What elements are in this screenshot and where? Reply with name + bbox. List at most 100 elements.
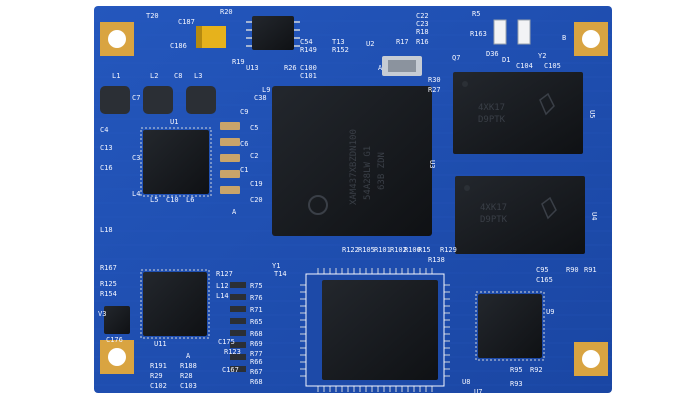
label-r101: R101 bbox=[374, 246, 391, 254]
label-c103: C103 bbox=[180, 382, 197, 390]
label-u2: U2 bbox=[366, 40, 374, 48]
label-r93: R93 bbox=[510, 380, 523, 388]
label-r17: R17 bbox=[396, 38, 409, 46]
mounting-pad-bottom-left bbox=[100, 340, 134, 374]
label-r75: R75 bbox=[250, 282, 263, 290]
label-r191: R191 bbox=[150, 362, 167, 370]
main-soc-chip: XAM437XBZDN100 54A28LW G1 63B ZDN bbox=[272, 86, 432, 236]
label-u5: U5 bbox=[588, 110, 596, 118]
label-r27: R27 bbox=[428, 86, 441, 94]
crystal-oscillator bbox=[382, 56, 422, 76]
label-l9: L9 bbox=[262, 86, 270, 94]
label-c54: C54 bbox=[300, 38, 313, 46]
label-r66: R66 bbox=[250, 358, 263, 366]
label-r122: R122 bbox=[342, 246, 359, 254]
label-r69: R69 bbox=[250, 340, 263, 348]
label-l1: L1 bbox=[112, 72, 120, 80]
label-r91: R91 bbox=[584, 266, 597, 274]
label-r154: R154 bbox=[100, 290, 117, 298]
label-c7: C7 bbox=[132, 94, 140, 102]
label-r29: R29 bbox=[150, 372, 163, 380]
label-a: A bbox=[186, 352, 191, 360]
label-r68b: R68 bbox=[250, 378, 263, 386]
label-u9: U9 bbox=[546, 308, 554, 316]
led-2 bbox=[517, 19, 531, 45]
mem-top-marking-1: 4XK17 bbox=[478, 103, 505, 113]
label-r125: R125 bbox=[100, 280, 117, 288]
label-u8: U8 bbox=[462, 378, 470, 386]
label-l6: L6 bbox=[186, 196, 194, 204]
label-c186: C186 bbox=[170, 42, 187, 50]
mounting-pad-top-right bbox=[574, 22, 608, 56]
label-c8: C8 bbox=[174, 72, 182, 80]
label-c16: C16 bbox=[100, 164, 113, 172]
label-b: B bbox=[562, 34, 566, 42]
small-chip-left bbox=[104, 306, 130, 334]
label-l3: L3 bbox=[194, 72, 202, 80]
label-r15: R15 bbox=[418, 246, 431, 254]
label-r67: R67 bbox=[250, 368, 263, 376]
label-l4: L4 bbox=[132, 190, 140, 198]
label-t14: T14 bbox=[274, 270, 287, 278]
label-c2: C2 bbox=[250, 152, 258, 160]
soic-chip bbox=[246, 16, 300, 50]
flash-chip bbox=[300, 268, 450, 392]
label-r127: R127 bbox=[216, 270, 233, 278]
label-c9: C9 bbox=[240, 108, 248, 116]
label-r167: R167 bbox=[100, 264, 117, 272]
label-c10: C10 bbox=[166, 196, 179, 204]
label-c101: C101 bbox=[300, 72, 317, 80]
label-c19: C19 bbox=[250, 180, 263, 188]
label-y1: Y1 bbox=[272, 262, 280, 270]
label-r138: R138 bbox=[428, 256, 445, 264]
soc-marking-1: XAM437XBZDN100 bbox=[349, 129, 359, 205]
label-r188: R188 bbox=[180, 362, 197, 370]
label-r163: R163 bbox=[470, 30, 487, 38]
label-r16: R16 bbox=[416, 38, 429, 46]
label-a2: A bbox=[232, 208, 237, 216]
label-c5: C5 bbox=[250, 124, 258, 132]
label-r105: R105 bbox=[358, 246, 375, 254]
label-r26: R26 bbox=[284, 64, 297, 72]
label-c4: C4 bbox=[100, 126, 108, 134]
flash-pins bbox=[300, 268, 450, 392]
soc-marking-3: 63B ZDN bbox=[377, 152, 387, 190]
label-c100: C100 bbox=[300, 64, 317, 72]
label-r152: R152 bbox=[332, 46, 349, 54]
label-q7: Q7 bbox=[452, 54, 460, 62]
mounting-pad-top-left bbox=[100, 22, 134, 56]
resistor-column bbox=[230, 282, 246, 372]
label-l14: L14 bbox=[216, 292, 229, 300]
capacitor-column bbox=[220, 122, 240, 194]
label-c6: C6 bbox=[240, 140, 248, 148]
label-y2: Y2 bbox=[538, 52, 546, 60]
label-u13: U13 bbox=[246, 64, 259, 72]
label-c95: C95 bbox=[536, 266, 549, 274]
label-l2: L2 bbox=[150, 72, 158, 80]
label-c38: C38 bbox=[254, 94, 267, 102]
mem-bottom-marking-2: D9PTK bbox=[480, 215, 508, 225]
label-u1: U1 bbox=[170, 118, 178, 126]
label-a3: A bbox=[378, 64, 383, 72]
inductor-2 bbox=[143, 86, 173, 114]
soc-marking-2: 54A28LW G1 bbox=[363, 146, 373, 200]
label-r19: R19 bbox=[232, 58, 245, 66]
label-c23: C23 bbox=[416, 20, 429, 28]
label-c167: C167 bbox=[222, 366, 239, 374]
label-l18: L18 bbox=[100, 226, 113, 234]
label-r65: R65 bbox=[250, 318, 263, 326]
label-c3: C3 bbox=[132, 154, 140, 162]
memory-chip-bottom: 4XK17 D9PTK bbox=[455, 176, 585, 254]
label-c104: C104 bbox=[516, 62, 533, 70]
audio-chip bbox=[140, 269, 210, 339]
led-1 bbox=[493, 19, 507, 45]
mem-top-marking-2: D9PTK bbox=[478, 115, 506, 125]
label-c165: C165 bbox=[536, 276, 553, 284]
label-r92: R92 bbox=[530, 366, 543, 374]
label-r68: R68 bbox=[250, 330, 263, 338]
label-r71: R71 bbox=[250, 306, 263, 314]
label-t13: T13 bbox=[332, 38, 345, 46]
label-r102: R102 bbox=[390, 246, 407, 254]
label-v3: V3 bbox=[98, 310, 106, 318]
mem-bottom-marking-1: 4XK17 bbox=[480, 203, 507, 213]
